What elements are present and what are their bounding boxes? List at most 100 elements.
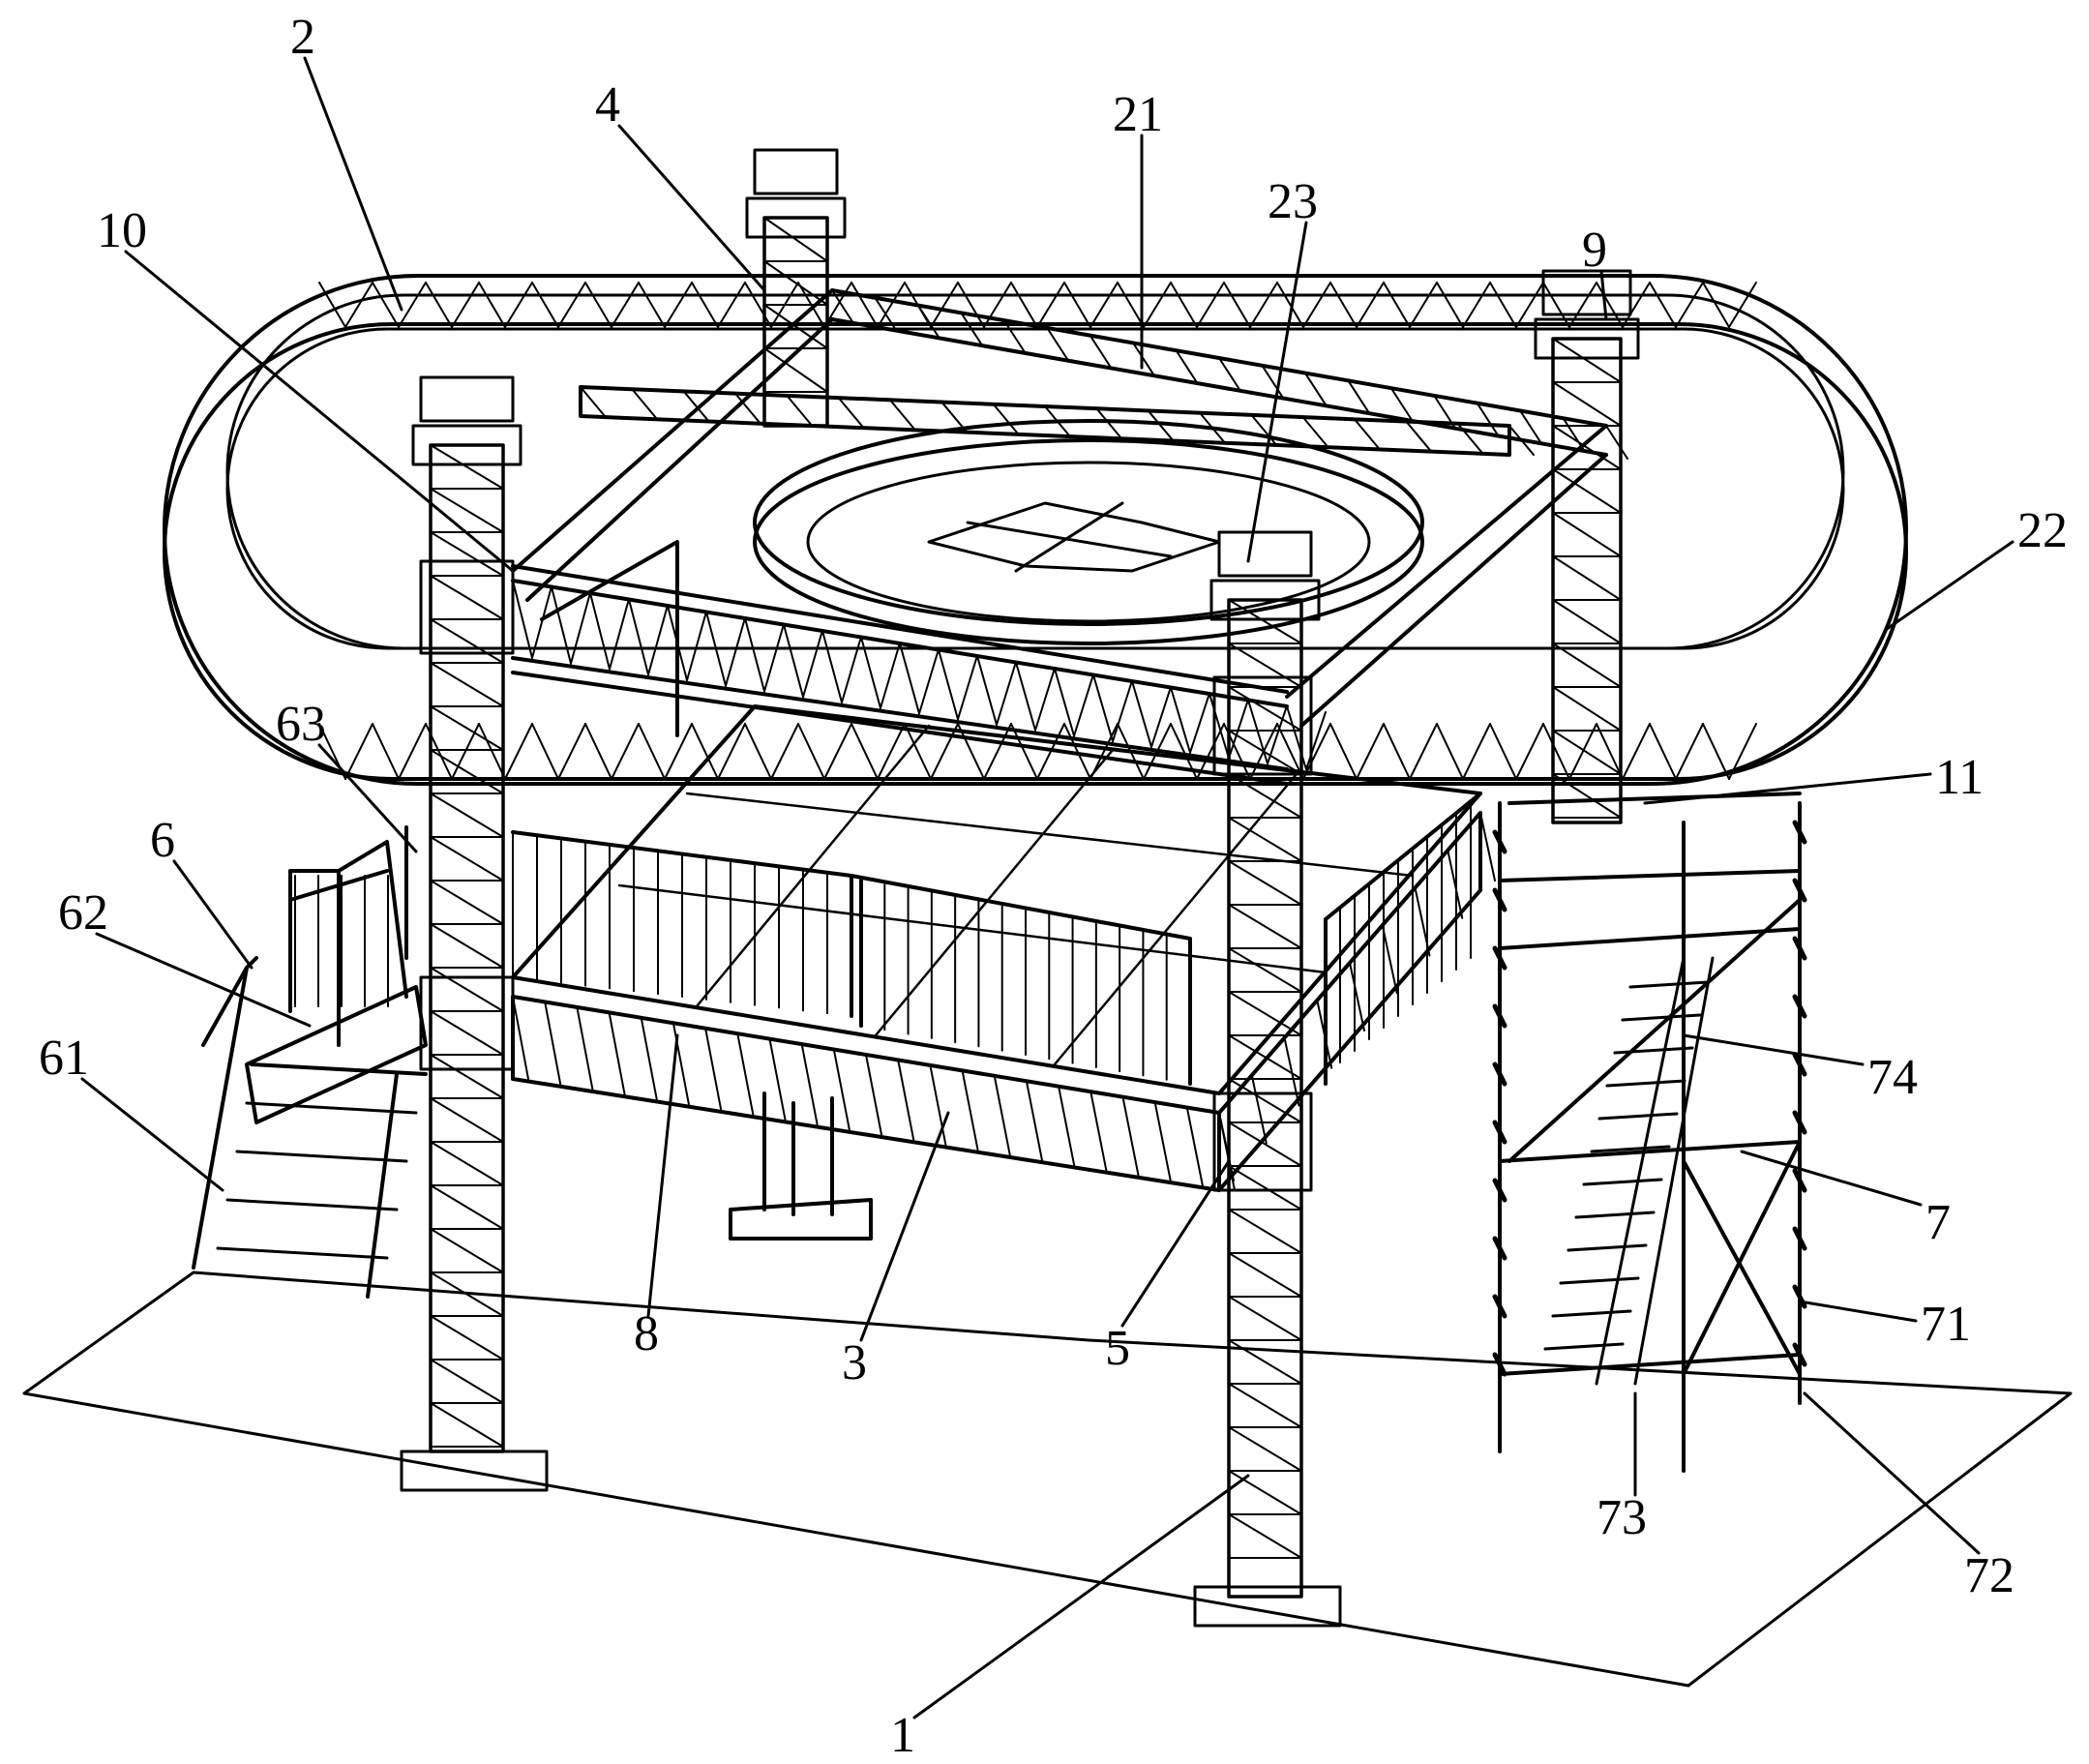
- tower-top-plate: [421, 377, 513, 421]
- deck-truss-diagonal: [1447, 851, 1462, 918]
- front-truss-diagonal: [1151, 687, 1171, 747]
- tower-diagonal: [1229, 1079, 1301, 1122]
- label-73: 73: [1597, 1490, 1647, 1545]
- ring-diagonal: [1650, 283, 1676, 327]
- ring-diagonal: [1437, 283, 1463, 327]
- ring-diagonal: [1303, 283, 1330, 327]
- label-6: 6: [150, 813, 175, 868]
- leader-6: [174, 861, 252, 968]
- front-truss-diagonal: [610, 599, 629, 670]
- scaffold-step: [1599, 1114, 1677, 1119]
- front-truss-diagonal: [1287, 706, 1306, 769]
- front-truss-diagonal: [552, 587, 571, 664]
- tower-diagonal: [1229, 1384, 1301, 1427]
- tower-diagonal: [431, 1360, 503, 1403]
- tower-diagonal: [1229, 1427, 1301, 1471]
- ring-diagonal: [1090, 283, 1118, 327]
- central-ring: [755, 421, 1422, 643]
- ring-diagonal: [1516, 724, 1543, 779]
- base-plate: [402, 1451, 547, 1490]
- front-truss-diagonal: [842, 637, 861, 703]
- front-truss-diagonal: [571, 593, 590, 664]
- tower-diagonal: [431, 837, 503, 881]
- tower-diagonal: [431, 663, 503, 706]
- deck-truss-diagonal: [705, 1029, 721, 1110]
- front-top-truss: [513, 566, 1326, 784]
- scaffold-step: [1584, 1180, 1661, 1184]
- scaffold-step: [1568, 1245, 1646, 1250]
- front-truss-diagonal: [803, 631, 822, 698]
- tower-diagonal: [431, 1142, 503, 1185]
- label-62: 62: [58, 885, 108, 941]
- deck-truss-diagonal: [963, 1070, 978, 1150]
- scaffold-step: [1623, 1015, 1700, 1020]
- deck-truss-diagonal: [930, 1065, 945, 1145]
- deck-truss-diagonal: [1155, 1102, 1171, 1180]
- tower-diagonal: [1229, 1297, 1301, 1340]
- ring-diagonal: [505, 724, 532, 779]
- deck-truss-diagonal: [545, 1002, 560, 1084]
- tower-diagonal: [431, 1098, 503, 1142]
- leader-4: [619, 126, 764, 290]
- ring-diagonal: [718, 283, 745, 327]
- ring-diagonal: [426, 283, 452, 327]
- label-63: 63: [276, 697, 326, 752]
- front-truss-diagonal: [687, 612, 706, 680]
- top-truss-diagonal: [1458, 424, 1482, 453]
- deck-truss-diagonal: [1122, 1097, 1138, 1176]
- ground-plane: [24, 1272, 2071, 1686]
- ring-diagonal: [1118, 283, 1144, 327]
- front-truss-diagonal: [629, 600, 648, 675]
- truss-towers: [402, 150, 1638, 1626]
- top-truss-diagonal: [1606, 426, 1627, 459]
- top-truss-diagonal: [581, 387, 605, 416]
- label-5: 5: [1105, 1321, 1130, 1376]
- ring-diagonal: [612, 724, 639, 779]
- scaffold-step: [1576, 1212, 1654, 1217]
- ring-diagonal: [1197, 283, 1224, 327]
- label-61: 61: [39, 1031, 89, 1086]
- front-truss-diagonal: [513, 581, 532, 658]
- front-truss-diagonal: [958, 656, 977, 720]
- top-truss-diagonal: [1303, 417, 1328, 446]
- tower-diagonal: [1229, 1471, 1301, 1514]
- leader-61: [82, 1079, 223, 1190]
- top-truss-diagonal: [994, 404, 1018, 434]
- ring-diagonal: [1490, 283, 1516, 327]
- tower-diagonal: [1229, 1514, 1301, 1558]
- ring-diagonal: [692, 283, 718, 327]
- ring-diagonal: [1676, 283, 1703, 327]
- front-truss-diagonal: [764, 624, 784, 692]
- tower-diagonal: [431, 1403, 503, 1447]
- scaffold-steps: [1495, 822, 1805, 1374]
- label-8: 8: [634, 1306, 659, 1361]
- scaffold-step: [1630, 982, 1708, 987]
- tower-diagonal: [431, 881, 503, 924]
- ring-diagonal: [958, 283, 984, 327]
- tower-diagonal: [1229, 1253, 1301, 1297]
- ring-diagonal: [399, 724, 426, 779]
- tower-diagonal: [431, 1055, 503, 1098]
- scaffold-step: [1545, 1344, 1623, 1349]
- ring-diagonal: [984, 724, 1011, 779]
- deck-truss-diagonal: [737, 1033, 753, 1114]
- tower-diagonal: [1553, 687, 1621, 731]
- ring-diagonal: [639, 724, 665, 779]
- ring-diagonal: [373, 724, 399, 779]
- tower-diagonal: [1229, 643, 1301, 687]
- ring-diagonal: [851, 283, 878, 327]
- oval-truss-ring: [164, 276, 1906, 784]
- tower-diagonal: [1553, 643, 1621, 687]
- top-truss-diagonal: [941, 403, 966, 432]
- label-4: 4: [595, 77, 620, 133]
- ring-diagonal: [1650, 724, 1676, 779]
- tower-top-plate: [755, 150, 837, 194]
- ring-diagonal: [479, 724, 505, 779]
- tower-diagonal: [1553, 600, 1621, 643]
- ring-diagonal: [452, 283, 479, 327]
- ring-diagonal: [1064, 283, 1090, 327]
- tower-diagonal: [431, 1316, 503, 1360]
- ring-diagonal: [771, 724, 798, 779]
- ring-diagonal: [1410, 724, 1437, 779]
- front-truss-diagonal: [939, 650, 958, 720]
